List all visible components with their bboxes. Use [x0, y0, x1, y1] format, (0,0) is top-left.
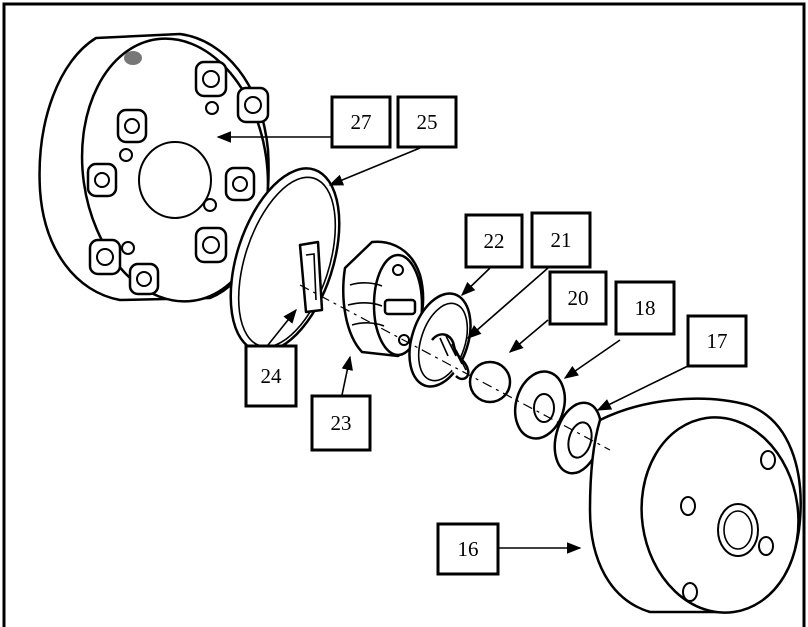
center-bore	[138, 141, 212, 219]
callout-20-label: 20	[568, 286, 589, 310]
callout-25-label: 25	[417, 110, 438, 134]
leader-arrow-24	[267, 308, 297, 346]
callout-16: 16	[436, 522, 500, 576]
leader-arrow-23	[341, 355, 353, 396]
callout-23-label: 23	[331, 411, 352, 435]
callout-22-label: 22	[484, 229, 505, 253]
spring-part	[431, 333, 470, 381]
center-axis-line	[299, 284, 611, 451]
cap-screw-icon	[86, 60, 270, 296]
cartridge-part	[342, 240, 425, 358]
callout-18-label: 18	[635, 296, 656, 320]
ball-part	[468, 360, 512, 404]
left-housing-part	[38, 32, 270, 303]
callout-21-label: 21	[551, 228, 572, 252]
callout-22: 22	[464, 213, 524, 269]
gasket-part	[553, 401, 603, 475]
leader-arrow-20	[508, 319, 549, 353]
callout-24-label: 24	[261, 364, 283, 388]
key-plate-part	[298, 240, 324, 314]
callout-27-label: 27	[351, 110, 372, 134]
leader-arrow-22	[460, 267, 491, 296]
callout-21: 21	[530, 211, 592, 269]
seat-ring-part	[513, 370, 567, 440]
leader-arrow-25	[328, 147, 421, 186]
end-body-part	[588, 397, 802, 614]
leader-arrow-21	[466, 267, 549, 339]
leader-arrows	[216, 131, 691, 554]
callout-25: 25	[396, 95, 458, 149]
leader-arrow-18	[563, 339, 621, 379]
callout-18: 18	[614, 280, 676, 336]
callout-23: 23	[310, 394, 372, 452]
callout-20: 20	[548, 270, 608, 326]
callout-17: 17	[686, 314, 748, 368]
callout-17-label: 17	[707, 329, 728, 353]
callout-24: 24	[244, 344, 298, 408]
leader-arrow-17	[596, 364, 691, 411]
callout-16-label: 16	[458, 537, 479, 561]
callout-27: 27	[330, 95, 392, 149]
